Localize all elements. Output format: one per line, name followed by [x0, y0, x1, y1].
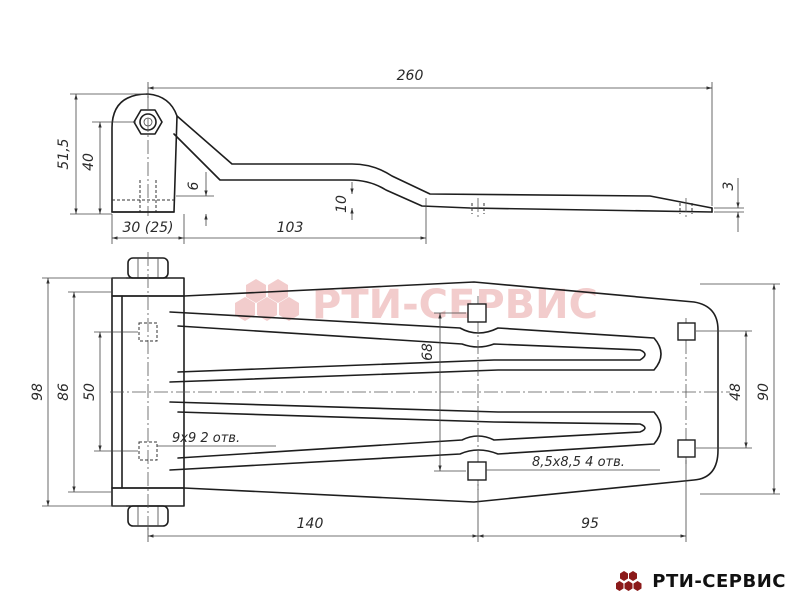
- top-view-dimensions: 98 86 50 68 48 90 140 95: [30, 277, 780, 542]
- dim-50: 50: [82, 383, 98, 401]
- dim-51-5: 51,5: [56, 138, 72, 169]
- dim-95: 95: [581, 516, 599, 532]
- dim-68: 68: [420, 343, 436, 361]
- dim-260: 260: [397, 68, 424, 84]
- side-view-dimensions: 260 51,5 40 6 10 3 30 (25) 103: [56, 68, 744, 244]
- note-holes-8-5: 8,5x8,5 4 отв.: [532, 455, 625, 470]
- watermark: РТИ-СЕРВИС: [235, 279, 598, 328]
- note-holes-9x9: 9x9 2 отв.: [172, 431, 240, 446]
- dim-103: 103: [277, 220, 304, 236]
- dim-40: 40: [81, 153, 97, 171]
- top-view: [110, 252, 730, 532]
- dim-48: 48: [728, 383, 744, 401]
- dim-3: 3: [721, 182, 737, 191]
- dim-98: 98: [30, 383, 46, 401]
- dim-86: 86: [56, 383, 72, 401]
- brand-hex-icon: [616, 571, 642, 591]
- dim-30-25: 30 (25): [122, 220, 173, 236]
- dim-6: 6: [186, 181, 202, 190]
- dim-10: 10: [334, 195, 350, 213]
- dim-140: 140: [297, 516, 324, 532]
- brand-name: РТИ-СЕРВИС: [652, 570, 786, 592]
- side-view: [111, 93, 713, 220]
- brand-logo: РТИ-СЕРВИС: [616, 570, 786, 592]
- watermark-logo-icon: [235, 279, 299, 321]
- dim-90: 90: [756, 383, 772, 401]
